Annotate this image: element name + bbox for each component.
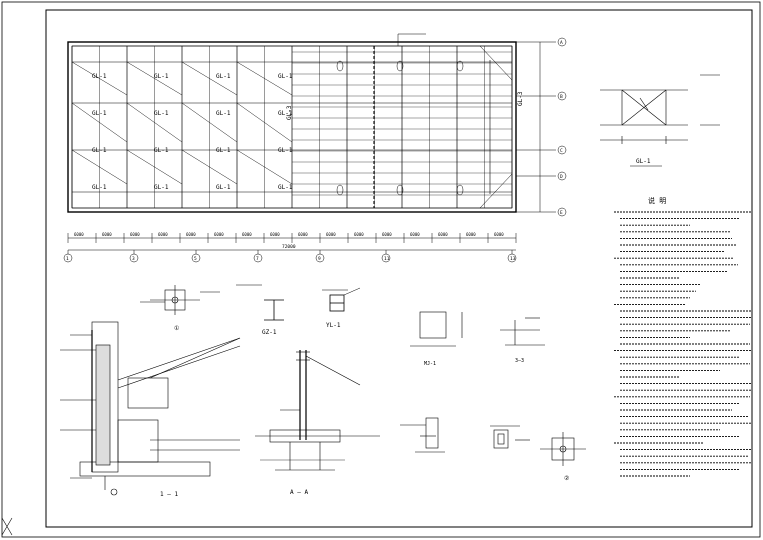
plan-dim-segment: 6000 [466,232,476,237]
plan-dim-segment: 6000 [242,232,252,237]
section-a-a-drawing [255,350,380,471]
grid-axis-label: 11 [384,256,390,262]
grid-axis-bubble [191,253,201,263]
plan-dim-segment: 6000 [382,232,392,237]
row-axis-label: E [560,210,563,216]
plan-beam-label: GL-1 [154,184,169,191]
plan-dim-segment: 6000 [102,232,112,237]
plan-dim-segment: 6000 [410,232,420,237]
plan-dim-segment: 6000 [74,232,84,237]
plan-beam-label: GL-1 [92,184,107,191]
row-axis-bubble [557,91,567,101]
grid-axis-bubble [381,253,391,263]
gz-detail-drawing [490,425,530,449]
plan-dim-segment: 6000 [158,232,168,237]
detail-2-label: ② [564,475,569,482]
grid-axis-label: 5 [194,256,197,262]
gz-section-drawing [236,284,284,321]
grid-axis-bubble [507,253,517,263]
plan-beam-label: GL-1 [216,147,231,154]
grid-axis-label: 9 [318,256,321,262]
plan-beam-label: GL-1 [216,184,231,191]
plan-dim-segment: 6000 [354,232,364,237]
row-axis-label: A [560,40,563,46]
plan-dimensions: 6000 6000 6000 6000 6000 6000 6000 6000 6000 6000… [67,232,517,251]
plan-beam-label: GL-1 [216,73,231,80]
plan-row-bubbles: A B C D E [516,37,567,217]
plan-dim-segment: 6000 [494,232,504,237]
plan-beam-label: GL-1 [278,147,293,154]
row-axis-bubble [557,37,567,47]
plan-side-label-left: GL-3 [286,105,293,120]
plan-outline [67,41,517,213]
row-axis-bubble [557,207,567,217]
plan-beam-label: GL-1 [154,147,169,154]
corner-mark [1,517,13,536]
section-1-1-title: 1 — 1 [160,491,178,498]
plan-beam-label: GL-1 [92,147,107,154]
detail-3-3-label: 3—3 [515,358,524,364]
section-a-a-title: A — A [290,489,308,496]
yl-section-drawing [322,287,361,312]
plan-beam-label: GL-1 [278,184,293,191]
section-1-1-drawing [60,321,241,496]
row-axis-bubble [557,145,567,155]
detail-2-drawing [540,432,586,466]
row-axis-label: D [560,174,563,180]
plan-beam-label: GL-1 [278,110,293,117]
detail-1-drawing [140,285,220,315]
grid-axis-bubble [63,253,73,263]
plan-beam-label: GL-1 [154,110,169,117]
plan-beam-label: GL-1 [278,73,293,80]
nj-detail-drawing [400,417,445,453]
notes-title: 说 明 [648,196,666,205]
plan-dim-segment: 6000 [214,232,224,237]
plan-dim-segment: 6000 [298,232,308,237]
grid-axis-label: 13 [510,256,516,262]
plan-dim-segment: 6000 [130,232,140,237]
grid-axis-bubble [315,253,325,263]
row-axis-bubble [557,171,567,181]
plan-linework [71,33,513,209]
plan-beam-label: GL-1 [154,73,169,80]
gl-detail-label: GL-1 [636,158,651,165]
plan-dim-segment: 6000 [326,232,336,237]
grid-axis-bubble [129,253,139,263]
plan-dim-segment: 6000 [186,232,196,237]
grid-axis-label: 3 [132,256,135,262]
grid-axis-label: 1 [66,256,69,262]
grid-axis-bubble [253,253,263,263]
plan-dim-segment: 6000 [438,232,448,237]
plan-dim-segment: 6000 [270,232,280,237]
plan-side-label-right: GL-3 [517,91,524,106]
notes-text-block [614,211,752,477]
row-axis-label: B [560,94,563,100]
plate-detail-label: MJ-1 [424,361,436,367]
plate-detail-drawing [410,311,463,347]
yl-section-label: YL-1 [326,322,341,329]
plan-dim-total: 72000 [282,244,296,250]
detail-1-label: ① [174,325,179,332]
plan-beam-label: GL-1 [92,73,107,80]
gl-detail [600,74,720,144]
grid-axis-label: 7 [256,256,259,262]
plan-beam-label: GL-1 [92,110,107,117]
row-axis-label: C [560,148,563,154]
detail-3-3-drawing [500,317,545,346]
drawing-border [45,9,753,528]
plan-beam-label: GL-1 [216,110,231,117]
gz-section-label: GZ-1 [262,329,277,336]
